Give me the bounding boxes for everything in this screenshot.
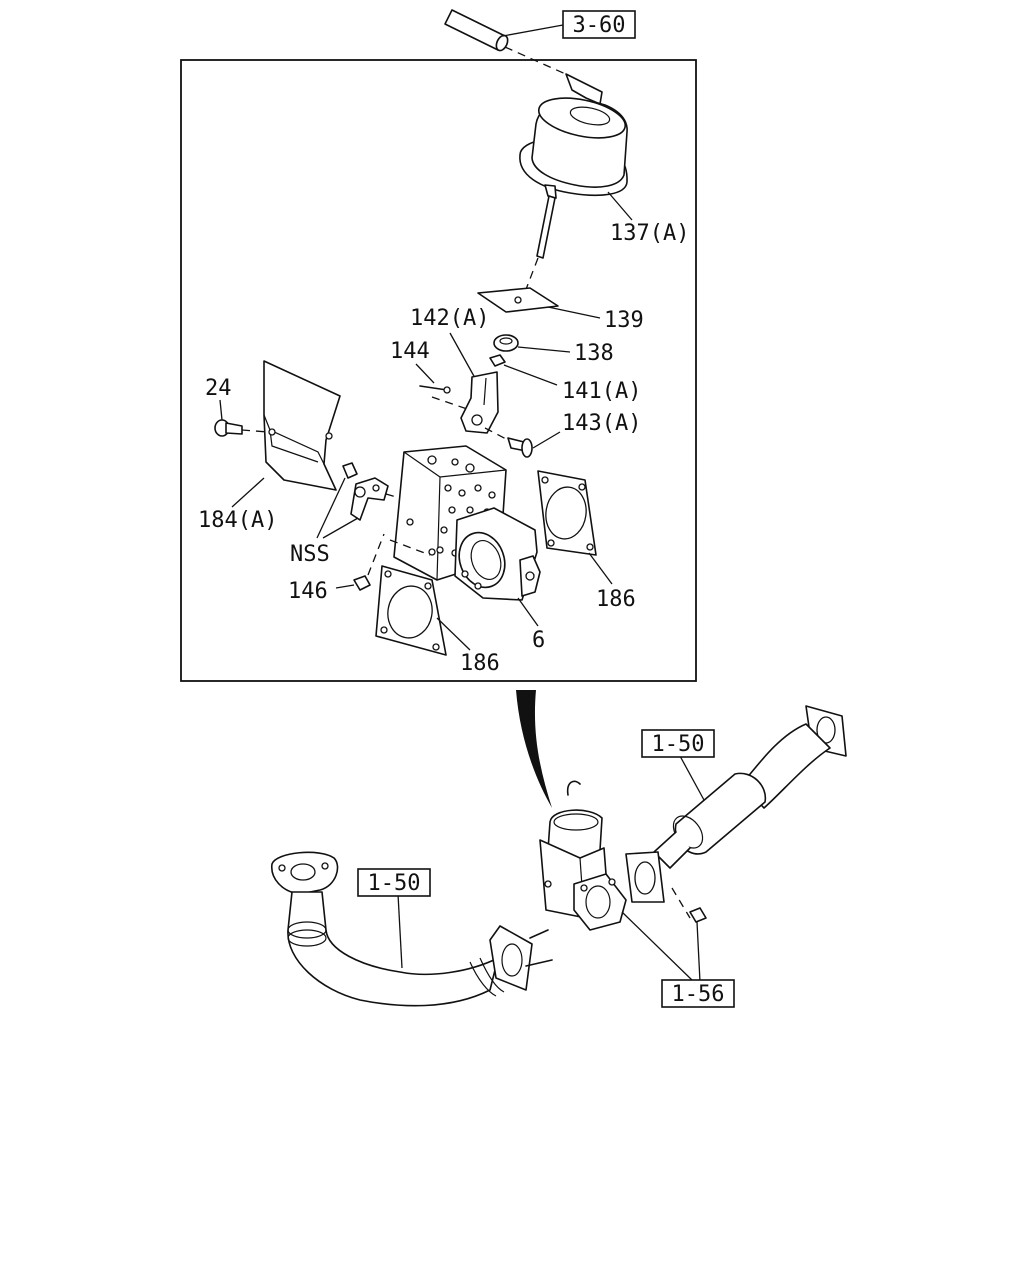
detail-pointer-arrow	[516, 690, 552, 808]
label-143a[interactable]: 143(A)	[562, 411, 641, 436]
leader-139	[547, 306, 601, 319]
leader-1-56-a	[621, 911, 695, 983]
gasket-186-right	[537, 470, 597, 556]
label-nss[interactable]: NSS	[290, 542, 330, 567]
front-exhaust-pipe	[271, 851, 553, 1007]
leader-186-right	[588, 552, 613, 585]
leader-nss-a	[316, 477, 346, 539]
label-186-right[interactable]: 186	[596, 587, 636, 612]
ref-box-1-56[interactable]: 1-56	[661, 979, 735, 1008]
label-6[interactable]: 6	[532, 628, 545, 653]
bushing-138	[493, 334, 519, 352]
ref-1-50-upper-label: 1-50	[652, 732, 705, 757]
ref-1-56-label: 1-56	[672, 982, 725, 1007]
gasket-186-bottom	[375, 565, 447, 656]
label-142a[interactable]: 142(A)	[410, 306, 489, 331]
nut-146	[353, 533, 431, 591]
label-186-bottom[interactable]: 186	[460, 651, 500, 676]
leader-143	[532, 431, 561, 449]
assembled-brake-unit	[539, 780, 627, 931]
ref-box-1-50-upper[interactable]: 1-50	[641, 729, 715, 758]
label-138[interactable]: 138	[574, 341, 614, 366]
heat-shield-184	[263, 360, 341, 491]
pin-144	[419, 385, 471, 411]
leader-1-56-b	[696, 921, 701, 983]
leader-1-50-upper	[679, 755, 705, 801]
leader-138	[517, 346, 571, 353]
leader-184	[231, 477, 265, 508]
ref-3-60-label: 3-60	[573, 13, 626, 38]
leader-24	[219, 399, 223, 421]
leader-137	[607, 191, 633, 221]
label-144[interactable]: 144	[390, 339, 430, 364]
label-141a[interactable]: 141(A)	[562, 379, 641, 404]
vacuum-actuator	[519, 73, 628, 293]
leader-1-50-lower	[397, 893, 403, 969]
rear-exhaust-pipe	[625, 705, 847, 923]
ref-1-50-lower-label: 1-50	[368, 871, 421, 896]
leader-nss-b	[322, 517, 359, 539]
pin-143	[484, 427, 533, 458]
label-146[interactable]: 146	[288, 579, 328, 604]
nut-141	[489, 354, 506, 367]
leader-144	[415, 363, 435, 384]
lever-142	[460, 371, 499, 434]
bolt-24	[214, 419, 269, 437]
plate-gasket-139	[477, 287, 559, 313]
ref-box-1-50-lower[interactable]: 1-50	[357, 868, 431, 897]
leader-6	[517, 597, 539, 627]
outlet-housing-6	[454, 507, 541, 601]
nss-washer-bracket	[342, 462, 401, 521]
ref-box-3-60[interactable]: 3-60	[562, 10, 636, 39]
leader-141	[503, 364, 558, 386]
label-24[interactable]: 24	[205, 376, 232, 401]
label-139[interactable]: 139	[604, 308, 644, 333]
leader-146	[335, 584, 355, 589]
leader-186-bottom	[436, 617, 471, 651]
label-137a[interactable]: 137(A)	[610, 221, 689, 246]
vacuum-hose	[444, 9, 571, 77]
leader-142	[449, 332, 476, 379]
detail-frame	[180, 59, 697, 682]
label-184a[interactable]: 184(A)	[198, 508, 277, 533]
